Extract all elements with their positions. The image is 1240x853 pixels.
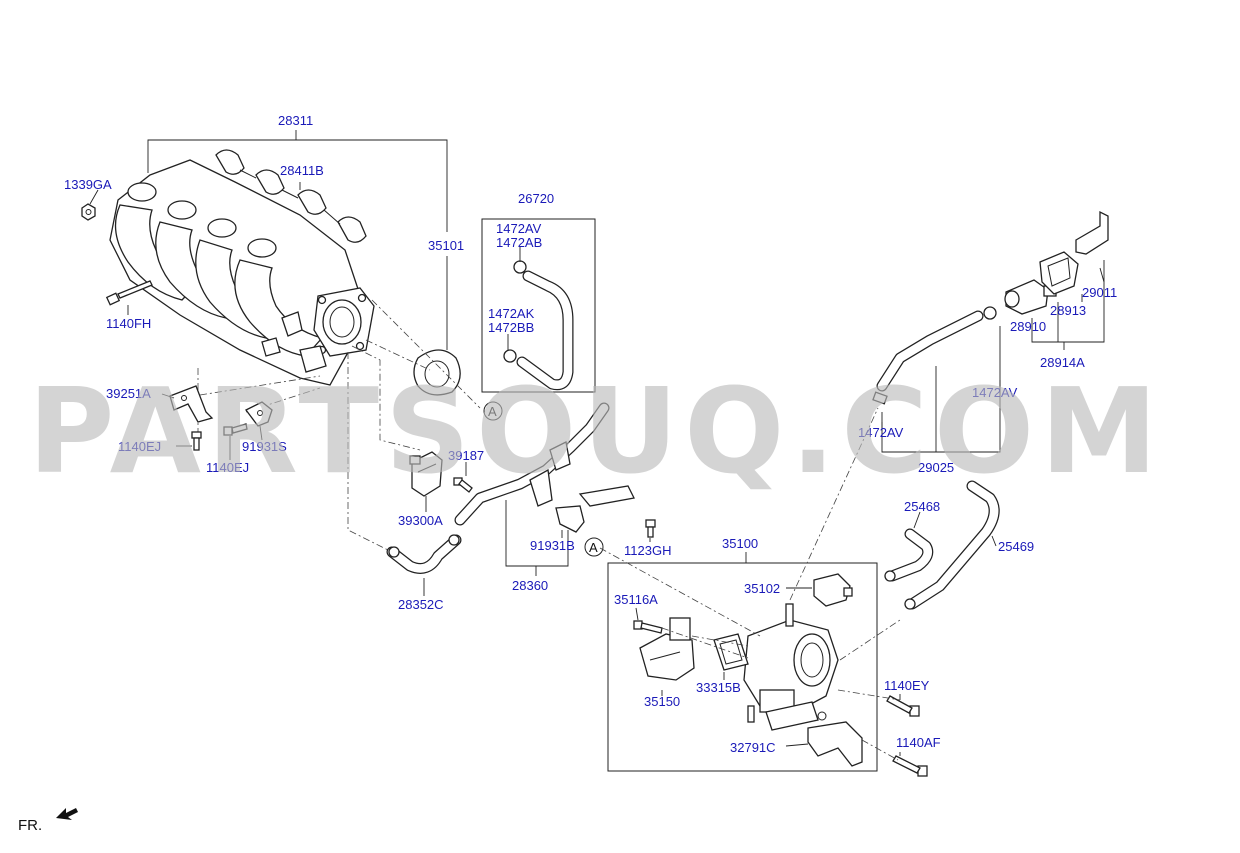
- nut-1339ga[interactable]: [81, 203, 96, 221]
- label-28914a[interactable]: 28914A: [1040, 355, 1085, 370]
- bracket-32791c[interactable]: [807, 711, 863, 767]
- label-1472av-right[interactable]: 1472AV: [972, 385, 1018, 400]
- gasket-33315b[interactable]: [713, 633, 749, 671]
- bolt-39187[interactable]: [453, 477, 473, 493]
- label-1140ey[interactable]: 1140EY: [884, 678, 930, 693]
- label-1472ab[interactable]: 1472AB: [496, 235, 542, 250]
- bolt-1140ej-right[interactable]: [223, 423, 248, 436]
- label-28411b[interactable]: 28411B: [280, 163, 324, 178]
- bracket-91931b[interactable]: [555, 485, 635, 533]
- callout-a-upper: A: [483, 401, 503, 421]
- label-39300a[interactable]: 39300A: [398, 513, 443, 528]
- label-28910[interactable]: 28910: [1010, 319, 1046, 334]
- svg-text:A: A: [488, 404, 497, 419]
- label-1472ak[interactable]: 1472AK: [488, 306, 535, 321]
- bolt-1123gh[interactable]: [645, 519, 656, 538]
- label-1123gh[interactable]: 1123GH: [624, 543, 671, 558]
- label-25469[interactable]: 25469: [998, 539, 1034, 554]
- manifold-gasket[interactable]: [215, 149, 367, 243]
- purge-valve-28910[interactable]: [1004, 279, 1057, 315]
- clamp-1472av-lower[interactable]: [872, 391, 888, 405]
- label-1472av-lower[interactable]: 1472AV: [858, 425, 904, 440]
- label-1140af[interactable]: 1140AF: [896, 735, 941, 750]
- label-29025[interactable]: 29025: [918, 460, 954, 475]
- label-35100[interactable]: 35100: [722, 536, 758, 551]
- throttle-gasket-35101[interactable]: [413, 349, 461, 396]
- bolt-1140ej-left[interactable]: [191, 431, 202, 451]
- label-29011[interactable]: 29011: [1082, 285, 1117, 300]
- bracket-91931s[interactable]: [245, 401, 273, 427]
- clamp-1472av-upper[interactable]: [983, 306, 997, 320]
- label-1472av-top[interactable]: 1472AV: [496, 221, 542, 236]
- watermark: PARTSOUQ.COM: [28, 362, 1164, 500]
- label-28913[interactable]: 28913: [1050, 303, 1086, 318]
- front-arrow-icon: [56, 808, 78, 820]
- hose-25468[interactable]: [884, 528, 934, 582]
- label-32791c[interactable]: 32791C: [730, 740, 776, 755]
- label-39251a[interactable]: 39251A: [106, 386, 151, 401]
- label-35150[interactable]: 35150: [644, 694, 680, 709]
- label-1140ej-left[interactable]: 1140EJ: [118, 439, 161, 454]
- vacuum-hose-29025[interactable]: [876, 310, 984, 392]
- label-1339ga[interactable]: 1339GA: [64, 177, 112, 192]
- label-35101[interactable]: 35101: [428, 238, 464, 253]
- callout-a-lower: A: [584, 537, 604, 557]
- bracket-39251a[interactable]: [169, 385, 214, 423]
- hose-28352c[interactable]: [386, 534, 462, 574]
- bolt-1140fh[interactable]: [105, 280, 153, 306]
- throttle-body-box-35100: [607, 562, 878, 772]
- label-1140fh[interactable]: 1140FH: [106, 316, 151, 331]
- hose-25469[interactable]: [904, 480, 1000, 610]
- map-sensor-39300a[interactable]: [409, 451, 443, 497]
- throttle-body-35100[interactable]: [743, 603, 839, 731]
- label-26720[interactable]: 26720: [518, 191, 554, 206]
- pcv-hose[interactable]: [503, 260, 574, 391]
- label-33315b[interactable]: 33315B: [696, 680, 741, 695]
- label-28311[interactable]: 28311: [278, 113, 313, 128]
- bolt-1140ey[interactable]: [886, 695, 920, 717]
- label-91931b[interactable]: 91931B: [530, 538, 575, 553]
- svg-text:A: A: [589, 540, 598, 555]
- label-35116a[interactable]: 35116A: [614, 592, 658, 607]
- screw-35116a[interactable]: [633, 620, 663, 634]
- bolt-1140af[interactable]: [892, 755, 928, 777]
- label-1472bb[interactable]: 1472BB: [488, 320, 534, 335]
- bracket-28913[interactable]: [1039, 251, 1079, 295]
- label-39187[interactable]: 39187: [448, 448, 484, 463]
- front-label: FR.: [18, 817, 42, 834]
- label-1140ej-right[interactable]: 1140EJ: [206, 460, 249, 475]
- iac-valve-35150[interactable]: [639, 617, 695, 681]
- pcv-pipe-28360[interactable]: [454, 402, 610, 526]
- label-35102[interactable]: 35102: [744, 581, 780, 596]
- intake-manifold[interactable]: [109, 159, 375, 386]
- label-28360[interactable]: 28360: [512, 578, 548, 593]
- pcv-hose-box-26720: [481, 218, 596, 393]
- tps-sensor-35102[interactable]: [813, 573, 853, 607]
- bracket-29011[interactable]: [1075, 210, 1109, 255]
- label-25468[interactable]: 25468: [904, 499, 940, 514]
- label-28352c[interactable]: 28352C: [398, 597, 444, 612]
- label-91931s[interactable]: 91931S: [242, 439, 287, 454]
